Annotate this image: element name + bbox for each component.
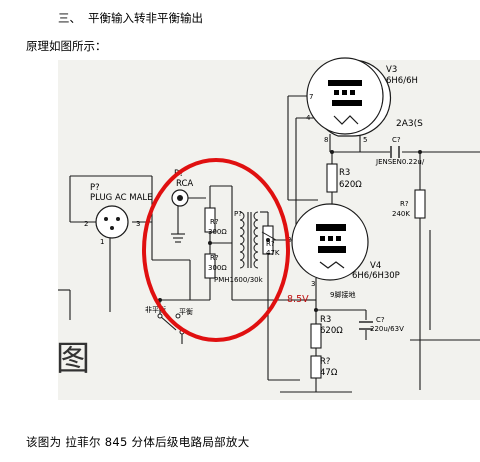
v3-ref-label: V3 <box>386 65 397 75</box>
plug-socket <box>95 205 129 239</box>
tube-v4-grid <box>320 236 325 241</box>
rca-name-label: RCA <box>176 179 193 189</box>
tube-v4-grid <box>328 236 333 241</box>
v4-filament-note: 9脚接地 <box>330 290 355 299</box>
junction-dot <box>208 241 212 245</box>
r-load-ref: R? <box>266 240 275 248</box>
tube-v3-filament <box>333 115 359 125</box>
wire <box>159 315 177 331</box>
transformer-secondary-coil <box>253 211 259 269</box>
plug-pin-2: 2 <box>84 220 88 228</box>
tube-v3-envelope-circle <box>306 57 384 135</box>
resistor-r3-bottom-body <box>310 323 322 349</box>
v3-pin-bottom-left: 8 <box>324 136 328 144</box>
plug-ref-label: P? <box>90 183 100 193</box>
intro-text: 原理如图所示： <box>26 39 107 53</box>
potentiometer-wiper <box>261 231 277 241</box>
tube-v3-grid <box>342 90 347 95</box>
right-tube-label: 2A3(S <box>396 119 423 129</box>
cap-top-value: JENSEN0.22u/ <box>375 158 425 166</box>
switch-unbalanced-label: 非平衡 <box>145 305 166 314</box>
v4-pin-bottom: 3 <box>311 280 315 288</box>
resistor-r-lower-body <box>204 253 216 279</box>
tube-v4-cathode <box>318 246 346 253</box>
tube-v3-anode <box>328 80 362 86</box>
tube-v3 <box>306 57 392 137</box>
tube-v3-cathode <box>332 100 362 106</box>
r-load-value: 47K <box>266 249 280 257</box>
tube-v3-grid <box>334 90 339 95</box>
r-bottom-ref: R? <box>320 357 330 367</box>
tube-v3-grid <box>350 90 355 95</box>
junction-dot <box>314 308 318 312</box>
section-number: 三、 <box>58 11 81 25</box>
junction-dot <box>330 150 334 154</box>
resistor-r-bottom-body <box>310 355 322 379</box>
v3-pin-top: 7 <box>309 93 313 101</box>
transformer-ref: P? <box>234 210 242 218</box>
switch-balanced-label: 平衡 <box>179 307 193 316</box>
plug-pin-dot <box>104 217 108 221</box>
tube-v4-grid <box>336 236 341 241</box>
tube-v4-envelope <box>291 203 369 281</box>
tube-v4 <box>291 203 369 281</box>
cap-top-ref: C? <box>392 136 401 144</box>
r3-top-value: 620Ω <box>339 180 362 190</box>
section-title: 平衡输入转非平衡输出 <box>88 11 203 25</box>
transformer-name: PMH1600/30k <box>214 276 264 284</box>
switch-contact <box>157 313 163 319</box>
resistor-r3-top-body <box>326 163 338 193</box>
tube-v4-filament <box>319 261 345 269</box>
rca-jack-center <box>177 195 183 201</box>
transformer-primary-coil <box>239 211 245 269</box>
switch-contact <box>175 313 181 319</box>
plug-pin-dot <box>116 217 120 221</box>
figure-caption: 该图为 拉菲尔 845 分体后级电路局部放大 <box>26 435 250 449</box>
v3-type-label: 6H6/6H <box>386 76 418 86</box>
plug-pin-3: 3 <box>136 220 140 228</box>
r-upper-value: 300Ω <box>208 228 227 236</box>
junction-dot <box>266 238 270 242</box>
cap-bottom-value: 220u/63V <box>370 325 404 333</box>
side-glyph: 图 <box>56 339 90 379</box>
v4-type-label: 6H6/6H30P <box>352 271 400 281</box>
r-lower-value: 300Ω <box>208 264 227 272</box>
v3-pin-bottom-right: 5 <box>363 136 367 144</box>
junction-dot <box>158 298 162 302</box>
cap-bottom-ref: C? <box>376 316 385 324</box>
junction-dot <box>418 150 422 154</box>
r-right-value: 240K <box>392 210 410 218</box>
voltage-label: 8.5V <box>287 294 309 305</box>
r3-bottom-ref: R3 <box>320 315 331 325</box>
resistor-r-right-body <box>414 189 426 219</box>
r3-top-ref: R3 <box>339 168 350 178</box>
tube-v4-anode <box>316 224 346 231</box>
plug-name-label: PLUG AC MALE <box>90 193 153 203</box>
r-bottom-value: 47Ω <box>320 368 338 378</box>
section-heading: 三、平衡输入转非平衡输出 <box>58 10 203 26</box>
r-right-ref: R? <box>400 200 409 208</box>
r3-bottom-value: 620Ω <box>320 326 343 336</box>
r-upper-ref: R? <box>210 218 219 226</box>
plug-pin-dot <box>110 226 114 230</box>
resistor-r-upper-body <box>204 207 216 233</box>
v4-ref-label: V4 <box>370 261 381 271</box>
v3-pin-left: 4 <box>306 114 311 122</box>
highlight-circle <box>142 158 290 342</box>
plug-pin-1: 1 <box>100 238 104 246</box>
r-lower-ref: R? <box>210 254 219 262</box>
